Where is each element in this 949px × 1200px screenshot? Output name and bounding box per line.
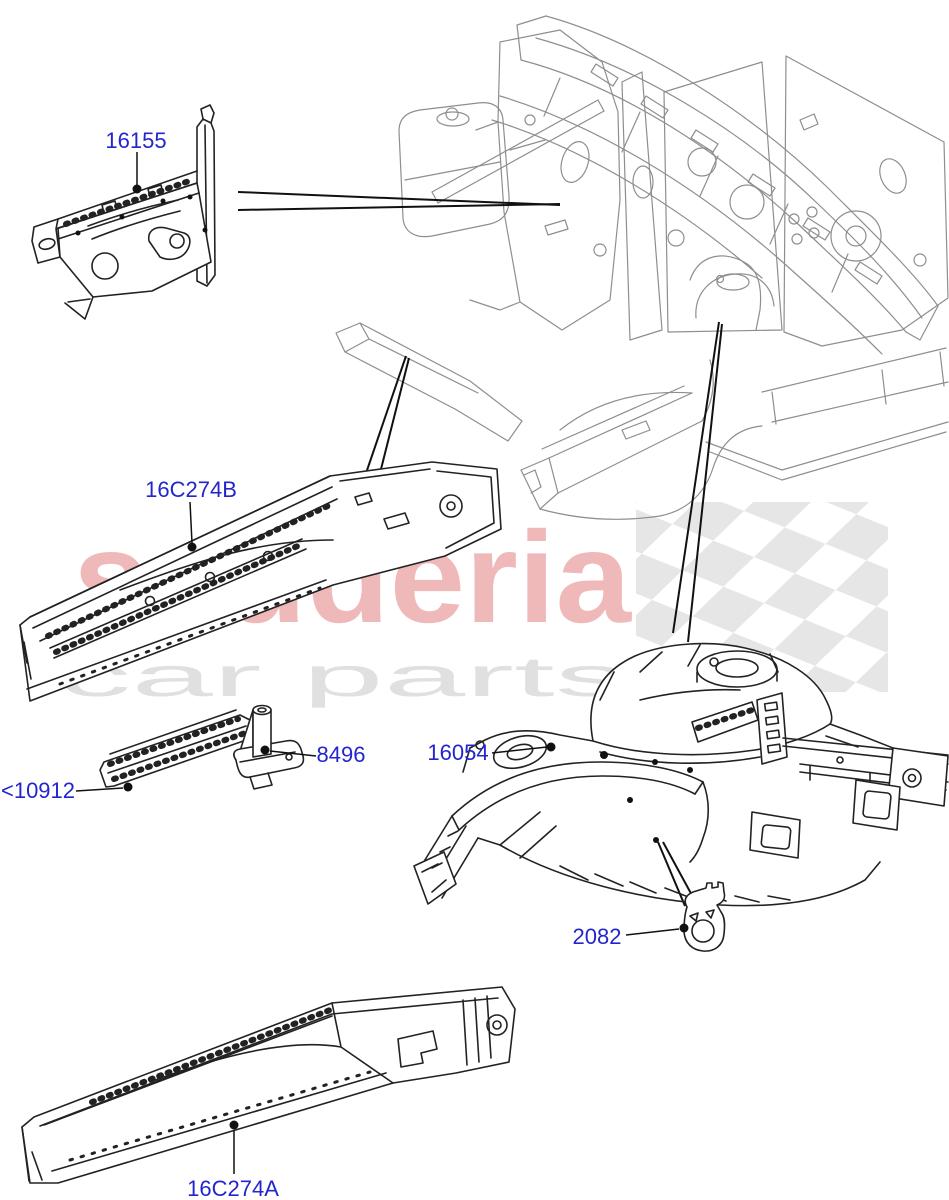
leader-10912: [75, 782, 133, 792]
part-number-label-2082[interactable]: 2082: [573, 924, 622, 949]
leader-16155: [132, 152, 142, 194]
watermark-tagline-text: car parts: [58, 645, 628, 708]
pointer-lines-16054-to-2082: [657, 841, 695, 907]
part-number-label-16155[interactable]: 16155: [105, 128, 166, 153]
part-16c274a-drawing: [21, 986, 516, 1184]
part-number-label-16c274a[interactable]: 16C274A: [187, 1176, 279, 1200]
leader-2082: [625, 923, 689, 936]
part-number-label-16c274b[interactable]: 16C274B: [145, 477, 237, 502]
part-number-label-10912[interactable]: <10912: [1, 778, 75, 803]
leader-16054: [491, 742, 556, 754]
part-16155-drawing: [31, 104, 216, 320]
pointer-lines-16155-to-assembly: [237, 191, 561, 211]
pointer-lines-assembly-to-16054: [672, 321, 723, 643]
part-16054-drawing: [413, 642, 949, 907]
part-number-label-8496[interactable]: 8496: [317, 742, 366, 767]
leader-16c274b: [187, 501, 197, 552]
part-16c274b-drawing: [19, 461, 502, 702]
part-10912-drawing: [99, 709, 253, 788]
leader-8496: [260, 745, 317, 757]
front-end-assembly-overview-drawing: [335, 15, 949, 520]
leader-16c274a: [229, 1120, 239, 1174]
pointer-lines-16c274b-to-assembly: [361, 355, 410, 486]
part-number-label-16054[interactable]: 16054: [427, 740, 488, 765]
part-2082-drawing: [683, 881, 726, 952]
part-8496-drawing: [233, 704, 305, 790]
